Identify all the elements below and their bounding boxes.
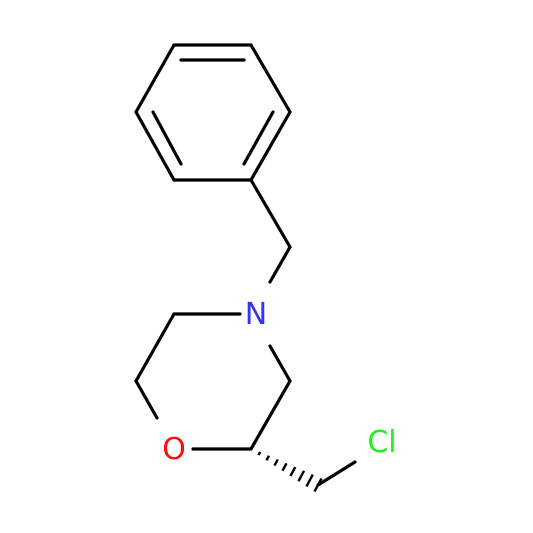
wedge-hash	[289, 466, 297, 477]
hashed-wedge-bond	[249, 447, 323, 493]
benzyl-n-bond	[268, 245, 292, 284]
ring-bond	[134, 43, 176, 114]
wedge-hash	[265, 455, 271, 461]
benzyl-bond	[249, 178, 292, 249]
oxygen-label: O	[162, 432, 186, 467]
wedge-hash	[297, 470, 306, 482]
wedge-hash	[305, 474, 314, 487]
wedge-hash	[273, 458, 279, 467]
ring-bond	[134, 312, 176, 383]
nitrogen-label: N	[245, 297, 267, 332]
ring-bond	[268, 344, 292, 383]
wedge-hash	[257, 451, 262, 456]
chlorine-label: Cl	[367, 425, 396, 460]
ring-bond	[249, 379, 292, 451]
ring-double-bond	[242, 110, 275, 166]
wedge-hash	[249, 447, 253, 451]
ring-double-bond	[151, 110, 183, 166]
ring-bond	[134, 110, 176, 182]
wedge-hash	[281, 462, 288, 472]
benzene-ring	[134, 43, 292, 182]
ring-bond	[249, 43, 292, 114]
morpholine-ring	[134, 312, 292, 451]
ch2-cl-bond	[316, 460, 357, 487]
ring-bond	[134, 379, 159, 420]
ring-bond	[249, 110, 292, 182]
